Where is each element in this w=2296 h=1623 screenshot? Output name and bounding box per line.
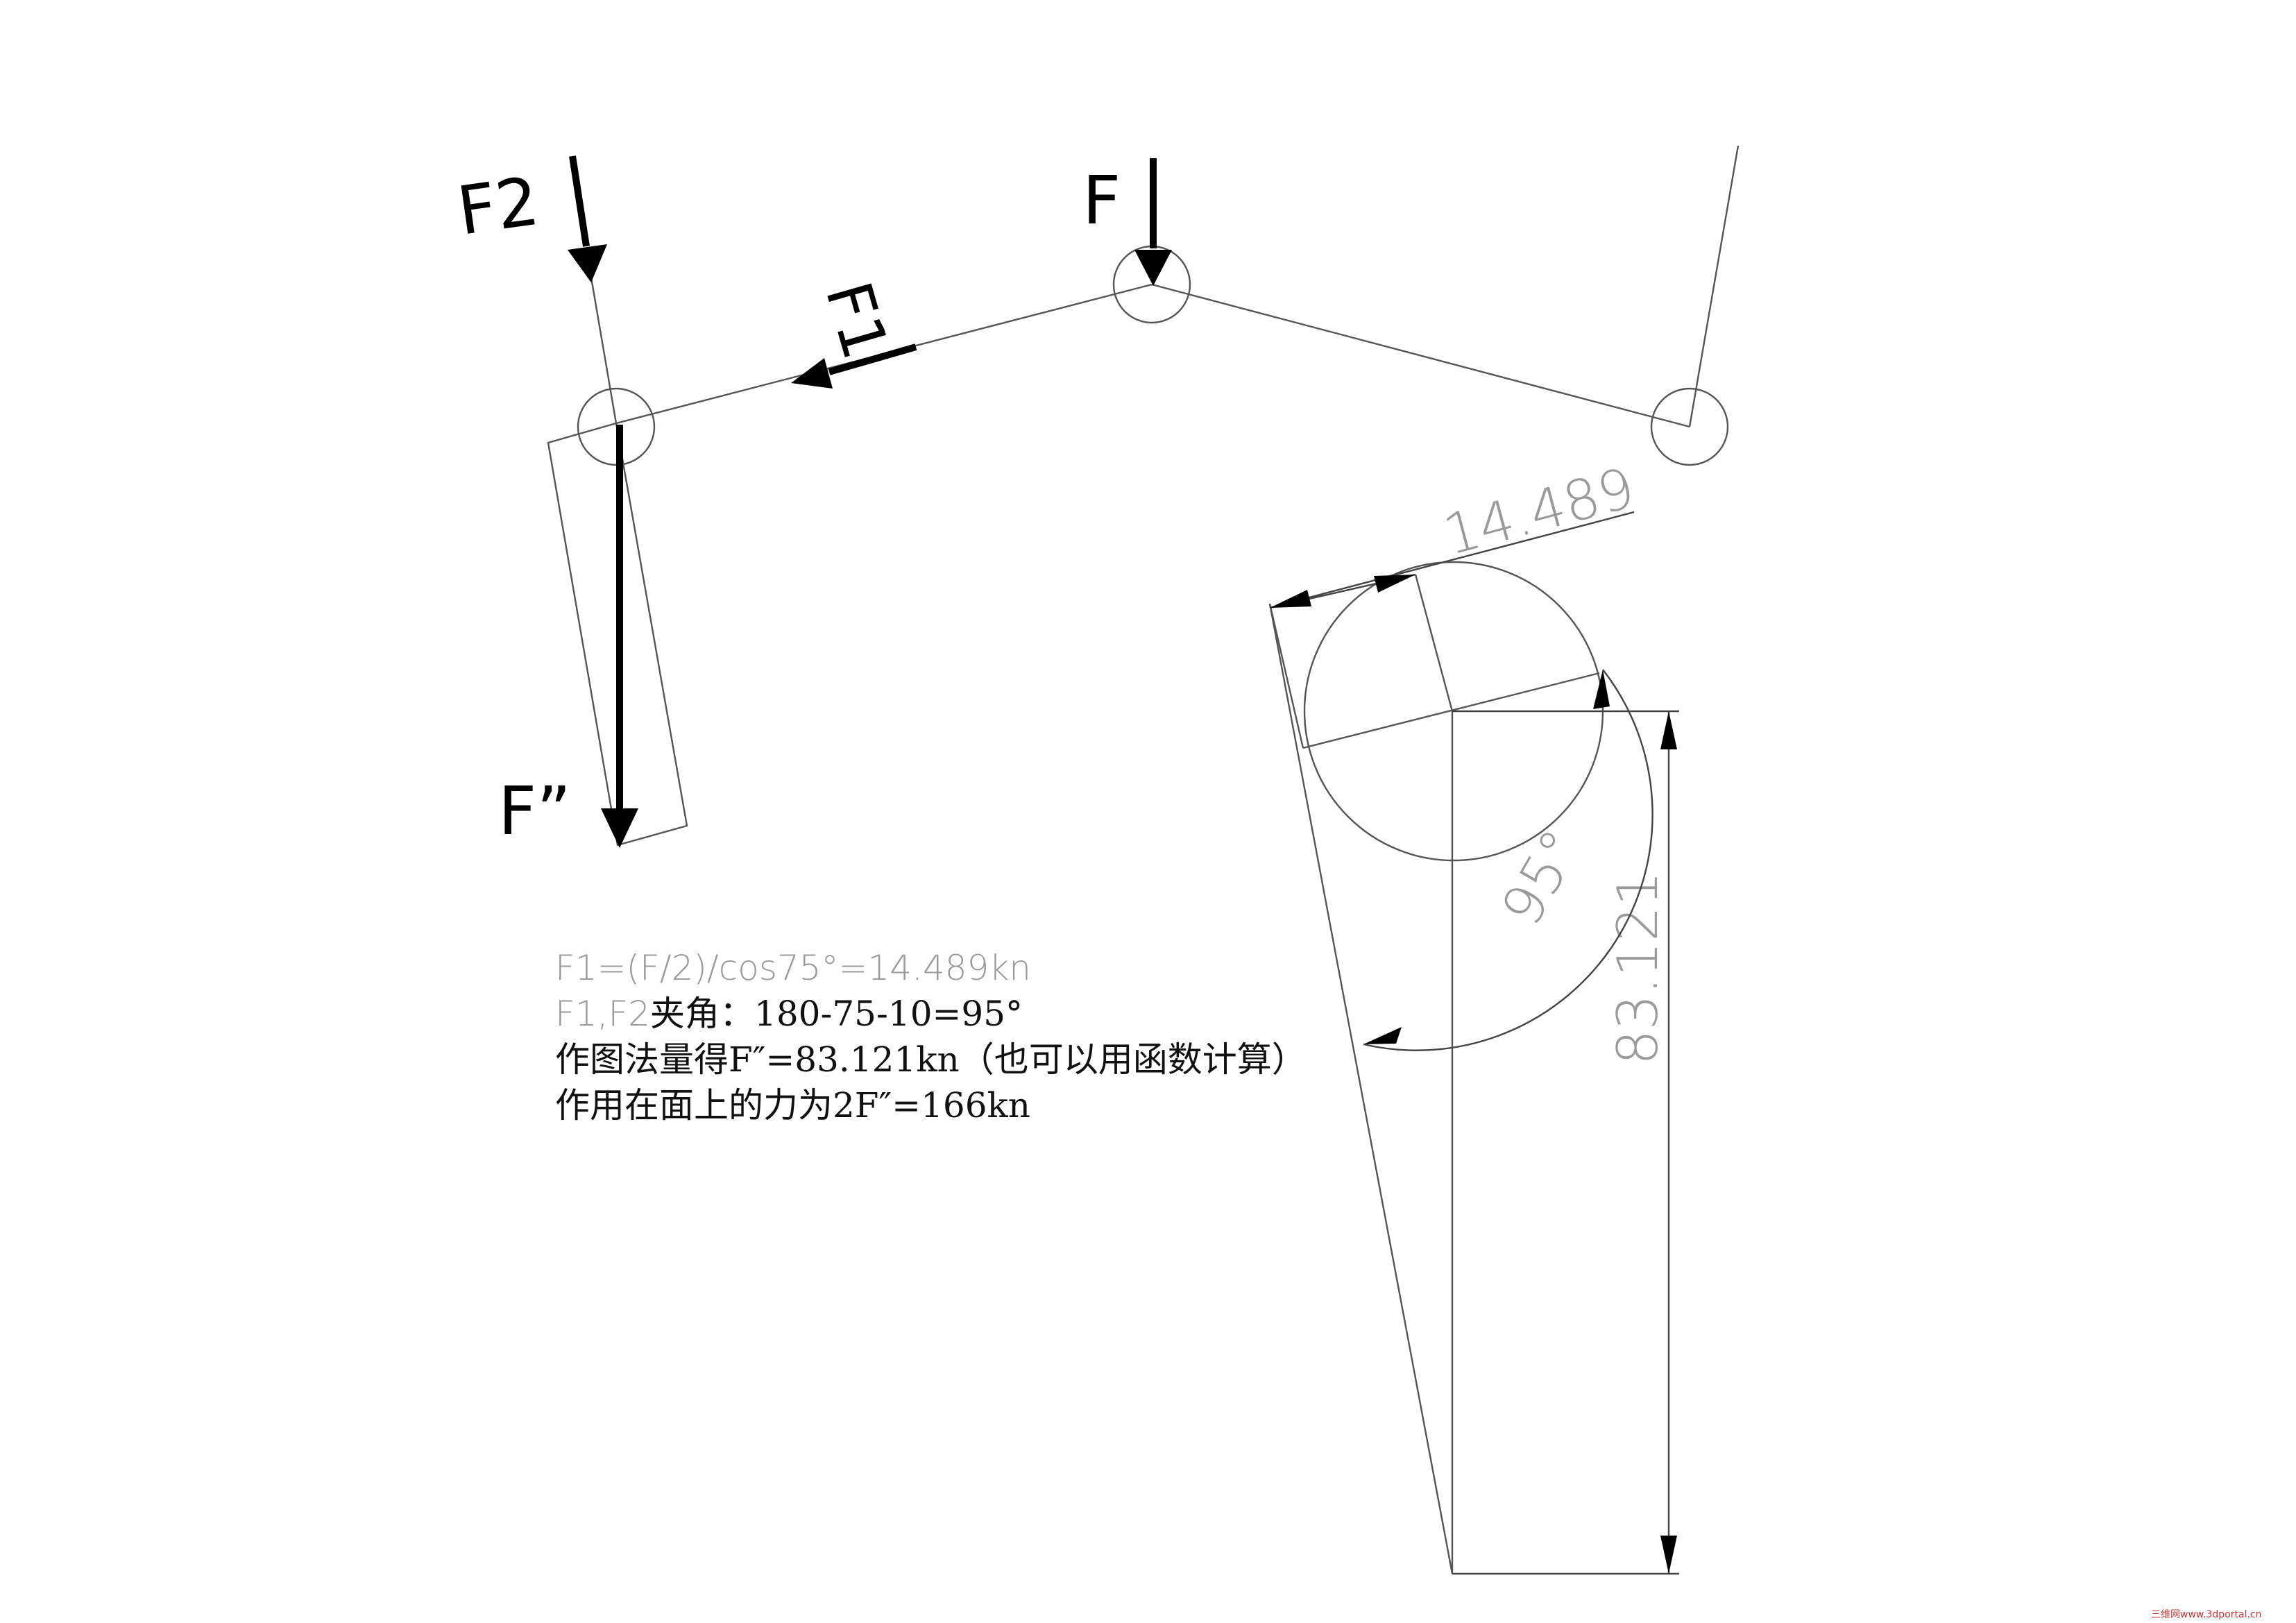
- label-F-resultant: F”: [498, 772, 571, 850]
- dimension-14489: 14.489: [1269, 455, 1641, 609]
- note-line-2-prefix: F1,F2: [555, 994, 651, 1034]
- dim-arrow-bottom: [1660, 1536, 1677, 1574]
- linkage-lines: [590, 145, 1740, 428]
- dim-text-height: 83.121: [1606, 871, 1670, 1065]
- note-line-2: F1,F2夹角：180-75-10=95°: [555, 991, 1457, 1037]
- arrow-F: [1134, 158, 1172, 286]
- dim-arrow-left: [1270, 590, 1311, 608]
- link-right-rod: [1688, 145, 1740, 427]
- arrow-F2: [568, 155, 607, 282]
- angle-text: 95°: [1489, 819, 1594, 936]
- note-line-1: F1=(F/2)/cos75°=14.489kn: [555, 948, 1031, 988]
- arrow-F1: [791, 343, 917, 389]
- triangle-inner-diagonal: [1414, 574, 1454, 712]
- label-F2: F2: [453, 162, 544, 250]
- calculation-notes: F1=(F/2)/cos75°=14.489kn F1,F2夹角：180-75-…: [555, 945, 1457, 1128]
- note-line-3: 作图法量得F″=83.121kn（也可以用函数计算）: [555, 1039, 1307, 1080]
- angle-arrow-bottom: [1363, 1027, 1402, 1044]
- link-left-rod: [590, 277, 618, 424]
- note-line-2-rest: 夹角：180-75-10=95°: [650, 994, 1023, 1034]
- arrow-F-resultant: [601, 425, 638, 848]
- link-center-to-right: [1151, 283, 1690, 428]
- label-F: F: [1082, 162, 1121, 239]
- dim-arrow-top: [1660, 711, 1677, 749]
- triangle-side-long: [1268, 603, 1454, 1574]
- watermark: 三维网www.3dportal.cn: [2151, 1609, 2262, 1620]
- dim-text-width: 14.489: [1437, 455, 1641, 568]
- pivot-right: [1650, 387, 1729, 466]
- dim-arrow-right: [1374, 575, 1415, 593]
- note-line-4: 作用在面上的力为2F″=166kn: [555, 1085, 1031, 1125]
- angle-arrow-top: [1593, 670, 1610, 709]
- dimension-83121: 83.121: [1452, 710, 1679, 1575]
- force-parallelogram: [547, 422, 688, 847]
- triangle-circle-tangent: [1268, 603, 1304, 749]
